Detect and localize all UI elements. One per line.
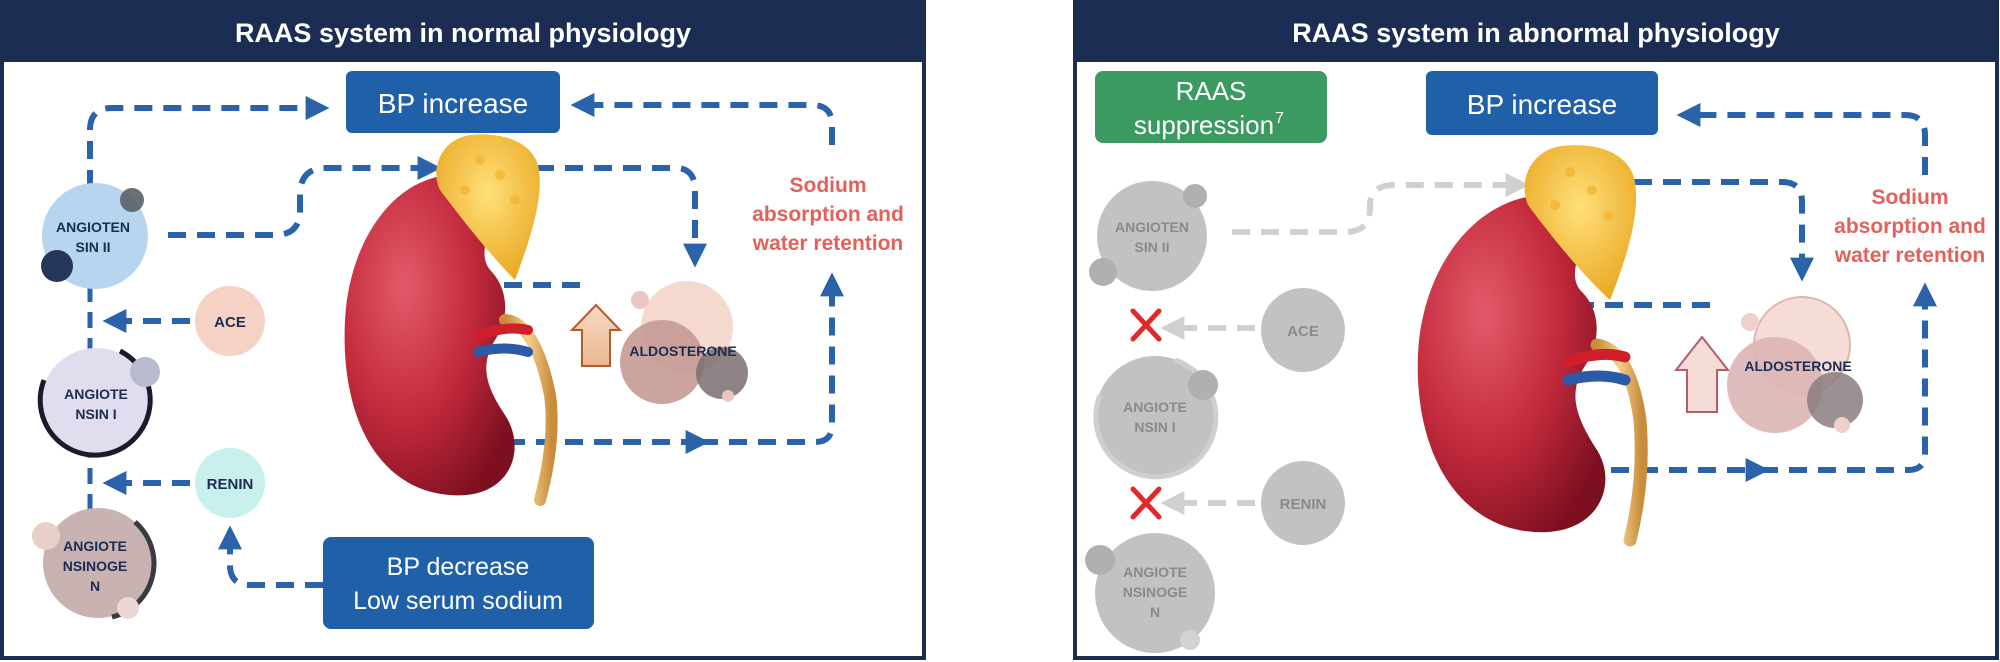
bp-increase-label: BP increase bbox=[378, 88, 528, 119]
arrow-adrenal-to-aldosterone bbox=[536, 165, 707, 268]
angiotensinogen-node: ANGIOTE NSINOGE N bbox=[32, 508, 157, 620]
angiotensin-ii-node: ANGIOTEN SIN II bbox=[1089, 181, 1207, 291]
raas-suppression-line-1: RAAS bbox=[1176, 76, 1247, 106]
sodium-line-2: absorption and bbox=[752, 203, 904, 226]
angiotensinogen-node: ANGIOTE NSINOGE N bbox=[1085, 533, 1215, 653]
panel-header bbox=[1075, 2, 1997, 62]
angiotensin-i-line-2: NSIN I bbox=[1134, 419, 1175, 435]
arrow-sodium-to-bp-increase bbox=[570, 93, 835, 145]
ace-node: ACE bbox=[195, 286, 265, 356]
bp-increase-box: BP increase bbox=[346, 71, 560, 133]
panel-header bbox=[2, 2, 924, 62]
angiotensin-ii-line-1: ANGIOTEN bbox=[1115, 219, 1189, 235]
increase-arrow-icon bbox=[569, 303, 623, 367]
arrow-to-sodium bbox=[700, 272, 844, 445]
arrow-to-sodium bbox=[1760, 282, 1937, 473]
angiotensinogen-line-3: N bbox=[90, 578, 100, 594]
angiotensin-ii-line-1: ANGIOTEN bbox=[56, 219, 130, 235]
raas-suppression-citation: 7 bbox=[1275, 110, 1284, 127]
increase-arrow-icon bbox=[1673, 335, 1731, 413]
inhibit-marks bbox=[1130, 308, 1162, 520]
angiotensin-ii-line-2: SIN II bbox=[75, 239, 110, 255]
bp-decrease-box: BP decrease Low serum sodium bbox=[323, 537, 594, 629]
raas-suppression-box: RAAS suppression 7 bbox=[1095, 71, 1327, 143]
arrow-sodium-to-bp-increase bbox=[1676, 103, 1928, 175]
aldosterone-node: ALDOSTERONE bbox=[620, 281, 748, 404]
angiotensin-i-node: ANGIOTE NSIN I bbox=[1093, 356, 1219, 480]
arrow-angii-to-adrenal-suppressed bbox=[1232, 173, 1530, 235]
sodium-retention-label: Sodium absorption and water retention bbox=[1834, 186, 1986, 267]
angiotensin-ii-line-2: SIN II bbox=[1134, 239, 1169, 255]
renin-inhibit-x-icon bbox=[1130, 486, 1162, 520]
suppressed-arrows bbox=[1160, 173, 1530, 515]
ace-inhibit-x-icon bbox=[1130, 308, 1162, 342]
arrow-adrenal-to-aldosterone bbox=[1634, 179, 1814, 282]
bp-increase-box: BP increase bbox=[1426, 71, 1658, 135]
renin-label: RENIN bbox=[1280, 496, 1327, 513]
arrow-bp-decrease-to-renin bbox=[218, 525, 323, 588]
angiotensinogen-line-1: ANGIOTE bbox=[1123, 564, 1187, 580]
angiotensin-ii-node: ANGIOTEN SIN II bbox=[41, 183, 148, 289]
bp-decrease-label: BP decrease bbox=[387, 553, 530, 581]
angiotensin-i-line-1: ANGIOTE bbox=[1123, 399, 1187, 415]
abnormal-physiology-panel: RAAS system in abnormal physiology bbox=[1073, 0, 1999, 660]
sodium-retention-label: Sodium absorption and water retention bbox=[752, 174, 904, 255]
bp-increase-label: BP increase bbox=[1467, 89, 1617, 120]
ace-label: ACE bbox=[1287, 323, 1319, 340]
angiotensin-i-node: ANGIOTE NSIN I bbox=[37, 348, 160, 458]
arrow-angii-to-adrenal bbox=[168, 156, 442, 238]
angiotensin-i-line-1: ANGIOTE bbox=[64, 386, 128, 402]
sodium-line-1: Sodium bbox=[790, 174, 867, 197]
aldosterone-node: ALDOSTERONE bbox=[1727, 296, 1863, 433]
ace-node: ACE bbox=[1261, 288, 1345, 372]
arrow-angii-to-bp-increase bbox=[87, 96, 330, 188]
aldosterone-label: ALDOSTERONE bbox=[1744, 358, 1851, 374]
renin-node: RENIN bbox=[195, 448, 265, 518]
panel-title: RAAS system in abnormal physiology bbox=[1292, 18, 1780, 48]
sodium-line-3: water retention bbox=[752, 232, 904, 255]
aldosterone-label: ALDOSTERONE bbox=[629, 343, 736, 359]
kidney-illustration bbox=[344, 134, 558, 506]
renin-node: RENIN bbox=[1261, 461, 1345, 545]
ace-label: ACE bbox=[214, 314, 246, 331]
normal-physiology-panel: RAAS system in normal physiology BP incr… bbox=[0, 0, 926, 660]
low-serum-sodium-label: Low serum sodium bbox=[353, 587, 563, 615]
sodium-line-3: water retention bbox=[1834, 244, 1986, 267]
angiotensin-i-line-2: NSIN I bbox=[75, 406, 116, 422]
sodium-line-1: Sodium bbox=[1872, 186, 1949, 209]
angiotensinogen-line-2: NSINOGE bbox=[1123, 584, 1188, 600]
panel-title: RAAS system in normal physiology bbox=[235, 18, 691, 48]
raas-suppression-line-2: suppression bbox=[1134, 110, 1274, 140]
angiotensinogen-line-2: NSINOGE bbox=[63, 558, 128, 574]
kidney-illustration bbox=[1417, 145, 1648, 547]
angiotensinogen-line-1: ANGIOTE bbox=[63, 538, 127, 554]
sodium-line-2: absorption and bbox=[1834, 215, 1986, 238]
renin-label: RENIN bbox=[207, 476, 254, 493]
angiotensinogen-line-3: N bbox=[1150, 604, 1160, 620]
